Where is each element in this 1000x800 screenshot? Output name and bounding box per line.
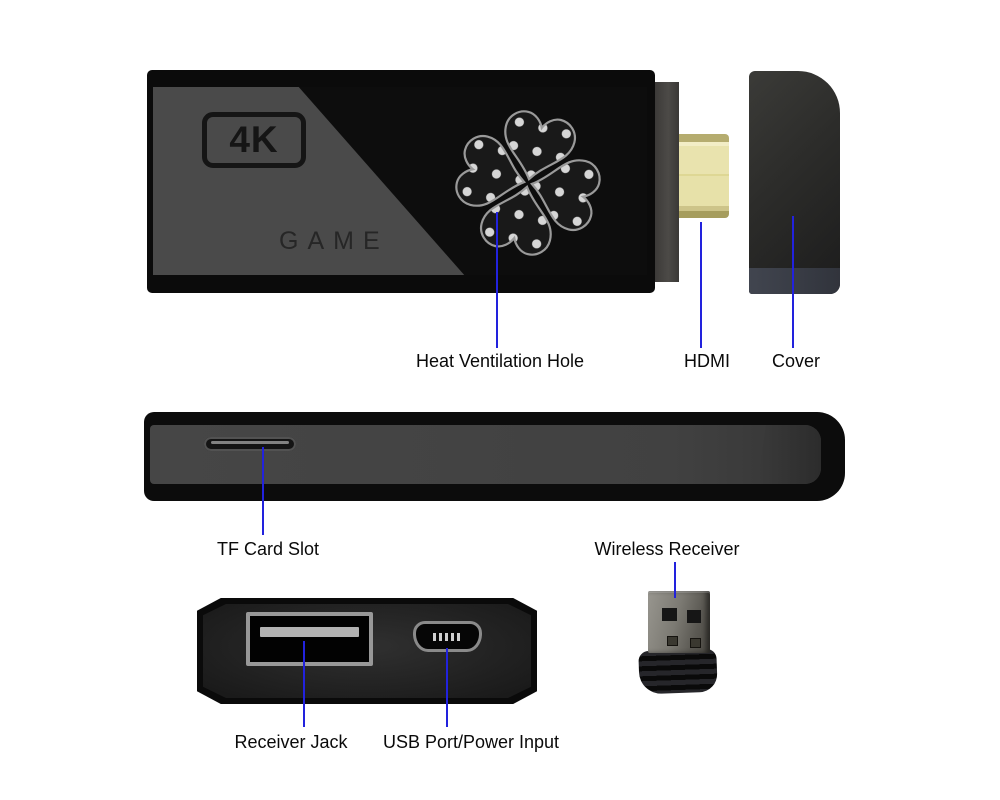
tf-card-slot <box>204 437 296 451</box>
callout-line-cover <box>792 216 794 348</box>
callout-line-hdmi <box>700 222 702 348</box>
callout-line-tf-card <box>262 447 264 535</box>
label-usb-port-power-input: USB Port/Power Input <box>382 732 560 752</box>
usb-a-receiver-jack <box>246 612 373 666</box>
label-wireless-receiver: Wireless Receiver <box>594 539 740 559</box>
usb-a-tongue <box>260 627 359 637</box>
label-receiver-jack: Receiver Jack <box>234 732 348 752</box>
hdmi-connector <box>679 134 729 218</box>
game-stick-front: 4K GAME <box>147 70 655 293</box>
usb-plug-hole <box>662 608 677 621</box>
stick-side-face <box>150 425 821 484</box>
callout-line-usb-port <box>446 648 448 727</box>
hdmi-cover-cap <box>749 71 840 294</box>
label-hdmi: HDMI <box>684 351 730 371</box>
hdmi-mount <box>655 82 679 282</box>
game-stick-end <box>197 598 537 704</box>
usb-plug-contact <box>690 638 701 648</box>
wireless-receiver-body <box>638 648 718 695</box>
4k-badge-label: 4K <box>229 119 279 160</box>
usb-plug-hole <box>687 610 701 623</box>
wireless-receiver-usb-plug <box>648 591 710 653</box>
label-tf-card-slot: TF Card Slot <box>216 539 320 559</box>
game-brand-label: GAME <box>279 227 389 255</box>
callout-line-heat-ventilation <box>496 212 498 348</box>
4k-badge: 4K <box>202 112 306 168</box>
usb-plug-contact <box>667 636 678 646</box>
callout-line-receiver-jack <box>303 641 305 727</box>
game-stick-side <box>144 412 845 501</box>
stick-side-end-segment <box>757 425 821 484</box>
callout-line-wireless-receiver <box>674 562 676 598</box>
heat-ventilation-clover-icon <box>451 106 605 260</box>
label-cover: Cover <box>771 351 821 371</box>
label-heat-ventilation-hole: Heat Ventilation Hole <box>415 351 585 371</box>
cover-bottom-band <box>749 268 840 294</box>
